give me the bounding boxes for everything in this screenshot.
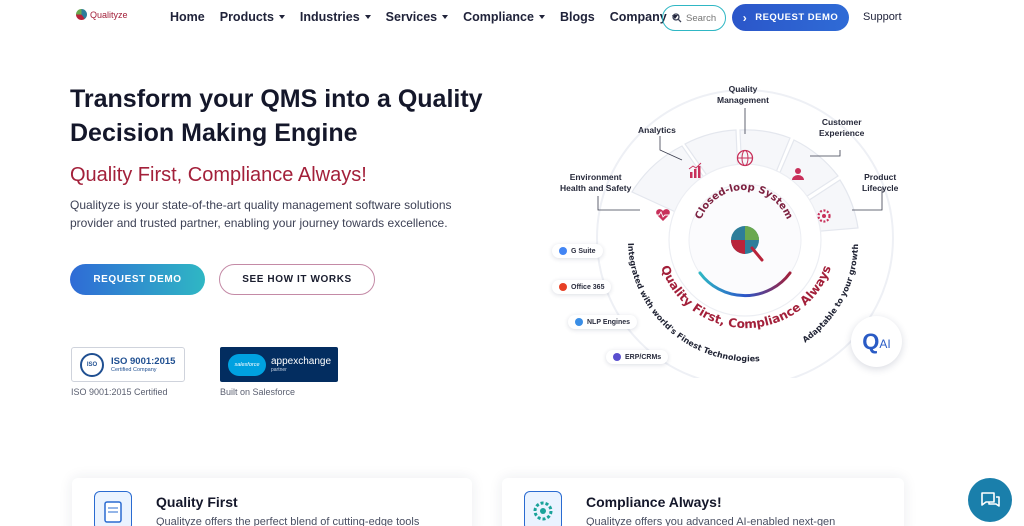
cloud-icon — [613, 353, 621, 361]
request-demo-button[interactable]: REQUEST DEMO — [70, 264, 205, 295]
bar-chart-icon — [688, 162, 702, 178]
integration-label: NLP Engines — [587, 318, 631, 326]
salesforce-cloud-icon: salesforce — [228, 353, 266, 376]
gear-icon — [817, 209, 831, 223]
iso-badge: ISO ISO 9001:2015 Certified Company — [71, 347, 185, 382]
diagram-graphic: Closed-loop System Quality First, Compli… — [596, 89, 894, 378]
nav-item-blogs[interactable]: Blogs — [560, 10, 595, 24]
nav-item-industries[interactable]: Industries — [300, 10, 371, 24]
search-box[interactable] — [662, 5, 726, 31]
caret-down-icon — [278, 15, 285, 19]
qai-ai: AI — [879, 337, 891, 351]
nav-item-label: Products — [219, 10, 274, 24]
nav-item-label: Compliance — [463, 10, 534, 24]
iso-badge-subtitle: Certified Company — [111, 367, 157, 373]
iso-caption: ISO 9001:2015 Certified — [71, 387, 168, 397]
salesforce-caption: Built on Salesforce — [220, 387, 296, 397]
brand-logo[interactable]: Qualityze — [76, 9, 128, 20]
heart-pulse-icon — [655, 209, 670, 221]
iso-badge-title: ISO 9001:2015 — [111, 356, 176, 367]
chat-button[interactable] — [968, 478, 1012, 522]
users-icon — [792, 168, 804, 180]
integration-erp: ERP/CRMs — [606, 350, 669, 364]
nlp-icon — [575, 318, 583, 326]
see-how-it-works-button[interactable]: SEE HOW IT WORKS — [219, 264, 375, 295]
nav-item-compliance[interactable]: Compliance — [463, 10, 545, 24]
diagram-label-analytics: Analytics — [638, 125, 676, 135]
main-menu: Home Products Industries Services Compli… — [170, 10, 693, 24]
search-icon — [672, 13, 682, 23]
top-navigation: Qualityze Home Products Industries Servi… — [0, 0, 1024, 36]
document-icon — [94, 491, 132, 526]
integration-label: G Suite — [571, 247, 596, 255]
nav-item-label: Blogs — [559, 10, 595, 24]
integration-label: ERP/CRMs — [625, 353, 662, 361]
hero-title: Transform your QMS into a Quality Decisi… — [70, 85, 483, 147]
support-link[interactable]: Support — [863, 11, 902, 23]
hero-description: Qualityze is your state-of-the-art quali… — [70, 198, 452, 230]
nav-request-demo-label: REQUEST DEMO — [755, 12, 839, 23]
integration-nlp: NLP Engines — [568, 315, 638, 329]
card-title: Compliance Always! — [586, 494, 722, 510]
integration-gsuite: G Suite — [552, 244, 603, 258]
caret-down-icon — [364, 15, 371, 19]
office-icon — [559, 283, 567, 291]
nav-item-label: Home — [170, 10, 205, 24]
card-text: Qualityze offers the perfect blend of cu… — [156, 516, 420, 526]
feature-card-quality-first: Quality First Qualityze offers the perfe… — [72, 478, 472, 526]
google-icon — [559, 247, 567, 255]
chat-icon — [981, 492, 1000, 507]
caret-down-icon — [442, 15, 449, 19]
card-text: Qualityze offers you advanced AI-enabled… — [586, 516, 836, 526]
qai-q: Q — [862, 328, 880, 354]
compliance-gear-icon — [524, 491, 562, 526]
nav-item-label: Industries — [299, 10, 360, 24]
search-input[interactable] — [686, 12, 722, 24]
nav-item-label: Services — [385, 10, 438, 24]
logo-mark-icon — [76, 9, 87, 20]
salesforce-badge-text: appexchange partner — [271, 356, 331, 373]
nav-item-products[interactable]: Products — [220, 10, 285, 24]
card-title: Quality First — [156, 494, 238, 510]
salesforce-badge-subtitle: partner — [271, 367, 287, 373]
salesforce-badge: salesforce appexchange partner — [220, 347, 338, 382]
nav-item-home[interactable]: Home — [170, 10, 205, 24]
hero-subtitle: Quality First, Compliance Always! — [70, 164, 367, 186]
caret-down-icon — [538, 15, 545, 19]
nav-request-demo-button[interactable]: › REQUEST DEMO — [732, 4, 849, 31]
integration-office365: Office 365 — [552, 280, 612, 294]
center-logo-icon — [731, 226, 764, 262]
feature-card-compliance-always: Compliance Always! Qualityze offers you … — [502, 478, 904, 526]
integration-label: Office 365 — [571, 283, 605, 291]
chevron-right-icon: › — [742, 10, 748, 25]
nav-item-services[interactable]: Services — [385, 10, 449, 24]
iso-seal-icon: ISO — [80, 352, 104, 377]
logo-text: Qualityze — [90, 9, 128, 20]
iso-badge-text: ISO 9001:2015 Certified Company — [111, 356, 175, 373]
quality-ecosystem-diagram: Closed-loop System Quality First, Compli… — [540, 78, 920, 378]
leader-lines — [597, 108, 883, 211]
globe-icon — [736, 149, 754, 167]
salesforce-badge-title: appexchange — [271, 356, 332, 367]
inner-gradient-arc — [698, 271, 792, 298]
nav-item-label: Company — [609, 10, 667, 24]
